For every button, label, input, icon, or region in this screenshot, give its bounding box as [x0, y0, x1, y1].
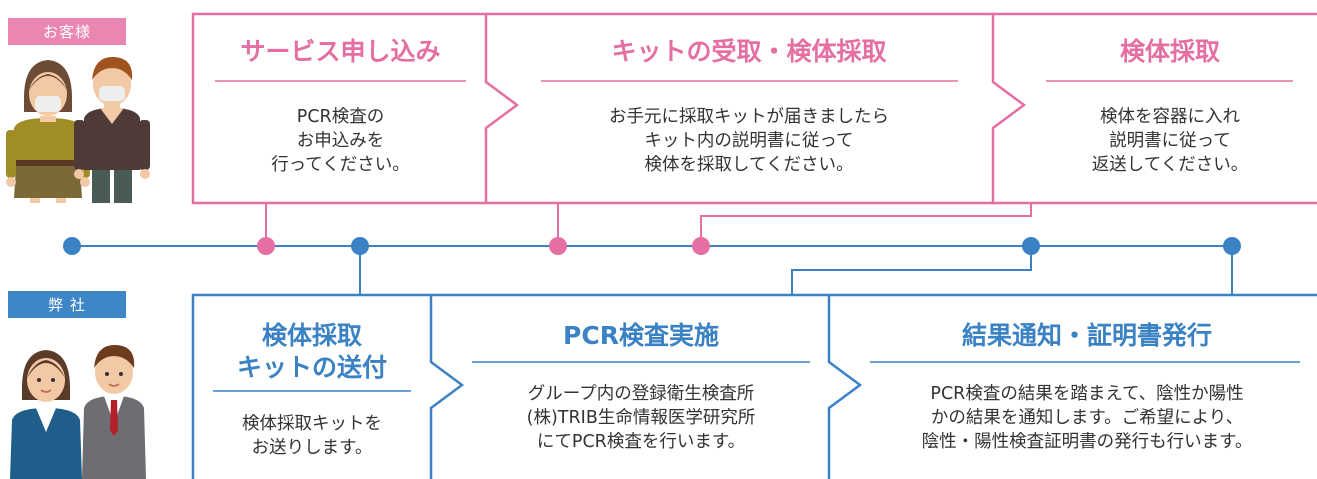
timeline-dot-blue — [63, 237, 81, 255]
body-line: お手元に採取キットが届きましたら — [609, 107, 889, 127]
company-label: 弊 社 — [8, 291, 126, 318]
body-line: 行ってください。 — [271, 155, 410, 175]
company-woman-icon — [10, 350, 82, 479]
customer-step-2-body: お手元に採取キットが届きましたら キット内の説明書に従って 検体を採取してくださ… — [520, 105, 978, 177]
customer-box-1 — [191, 12, 520, 205]
company-man-icon — [82, 344, 146, 479]
body-line: にてPCR検査を行います。 — [536, 432, 746, 452]
body-line: 検体を容器に入れ — [1100, 107, 1240, 127]
connector-blue-2 — [791, 246, 1032, 295]
body-line: 検体を採取してください。 — [644, 155, 854, 175]
body-line: PCR検査の結果を踏まえて、陰性か陽性 — [930, 384, 1244, 404]
customer-box-3 — [993, 12, 1317, 205]
timeline-dot-pink — [257, 237, 275, 255]
body-line: (株)TRIB生命情報医学研究所 — [526, 408, 756, 428]
body-line: PCR検査の — [296, 107, 385, 127]
company-step-2-title: PCR検査実施 — [563, 321, 719, 350]
customer-step-1-body: PCR検査の お申込みを 行ってください。 — [195, 105, 486, 177]
timeline-dot-pink — [549, 237, 567, 255]
customer-step-3-body: 検体を容器に入れ 説明書に従って 返送してください。 — [1030, 105, 1310, 177]
customer-woman-icon — [6, 60, 90, 203]
company-step-2-body: グループ内の登録衛生検査所 (株)TRIB生命情報医学研究所 にてPCR検査を行… — [462, 382, 820, 454]
company-step-1-body: 検体採取キットを お送りします。 — [195, 412, 429, 460]
body-line: 陰性・陽性検査証明書の発行も行います。 — [921, 432, 1253, 452]
customer-step-1-title: サービス申し込み — [240, 37, 441, 66]
body-line: 返送してください。 — [1091, 155, 1249, 175]
company-step-3-title: 結果通知・証明書発行 — [961, 321, 1212, 350]
timeline-dot-blue — [1223, 237, 1241, 255]
body-line: キット内の説明書に従って — [644, 131, 854, 151]
body-line: グループ内の登録衛生検査所 — [527, 384, 755, 404]
body-line: 説明書に従って — [1109, 131, 1231, 151]
customer-step-3-title: 検体採取 — [1119, 37, 1220, 66]
title-line: 検体採取 — [261, 321, 362, 350]
body-line: お申込みを — [296, 131, 385, 151]
company-box-1 — [191, 293, 465, 479]
company-step-1-title: 検体採取 キットの送付 — [195, 320, 429, 384]
body-line: お送りします。 — [251, 438, 373, 458]
customer-man-icon — [74, 56, 150, 203]
title-line: キットの送付 — [236, 353, 387, 382]
customer-label: お客様 — [8, 18, 126, 45]
timeline-dot-pink — [692, 237, 710, 255]
body-line: かの結果を通知します。ご希望により、 — [930, 408, 1244, 428]
timeline-dot-blue — [351, 237, 369, 255]
body-line: 検体採取キットを — [242, 414, 382, 434]
customer-step-2-title: キットの受取・検体採取 — [611, 37, 887, 66]
company-step-3-body: PCR検査の結果を踏まえて、陰性か陽性 かの結果を通知します。ご希望により、 陰… — [862, 382, 1312, 454]
timeline-dot-blue — [1022, 237, 1040, 255]
connector-pink-3 — [700, 203, 1032, 246]
company-box-2 — [431, 293, 863, 479]
